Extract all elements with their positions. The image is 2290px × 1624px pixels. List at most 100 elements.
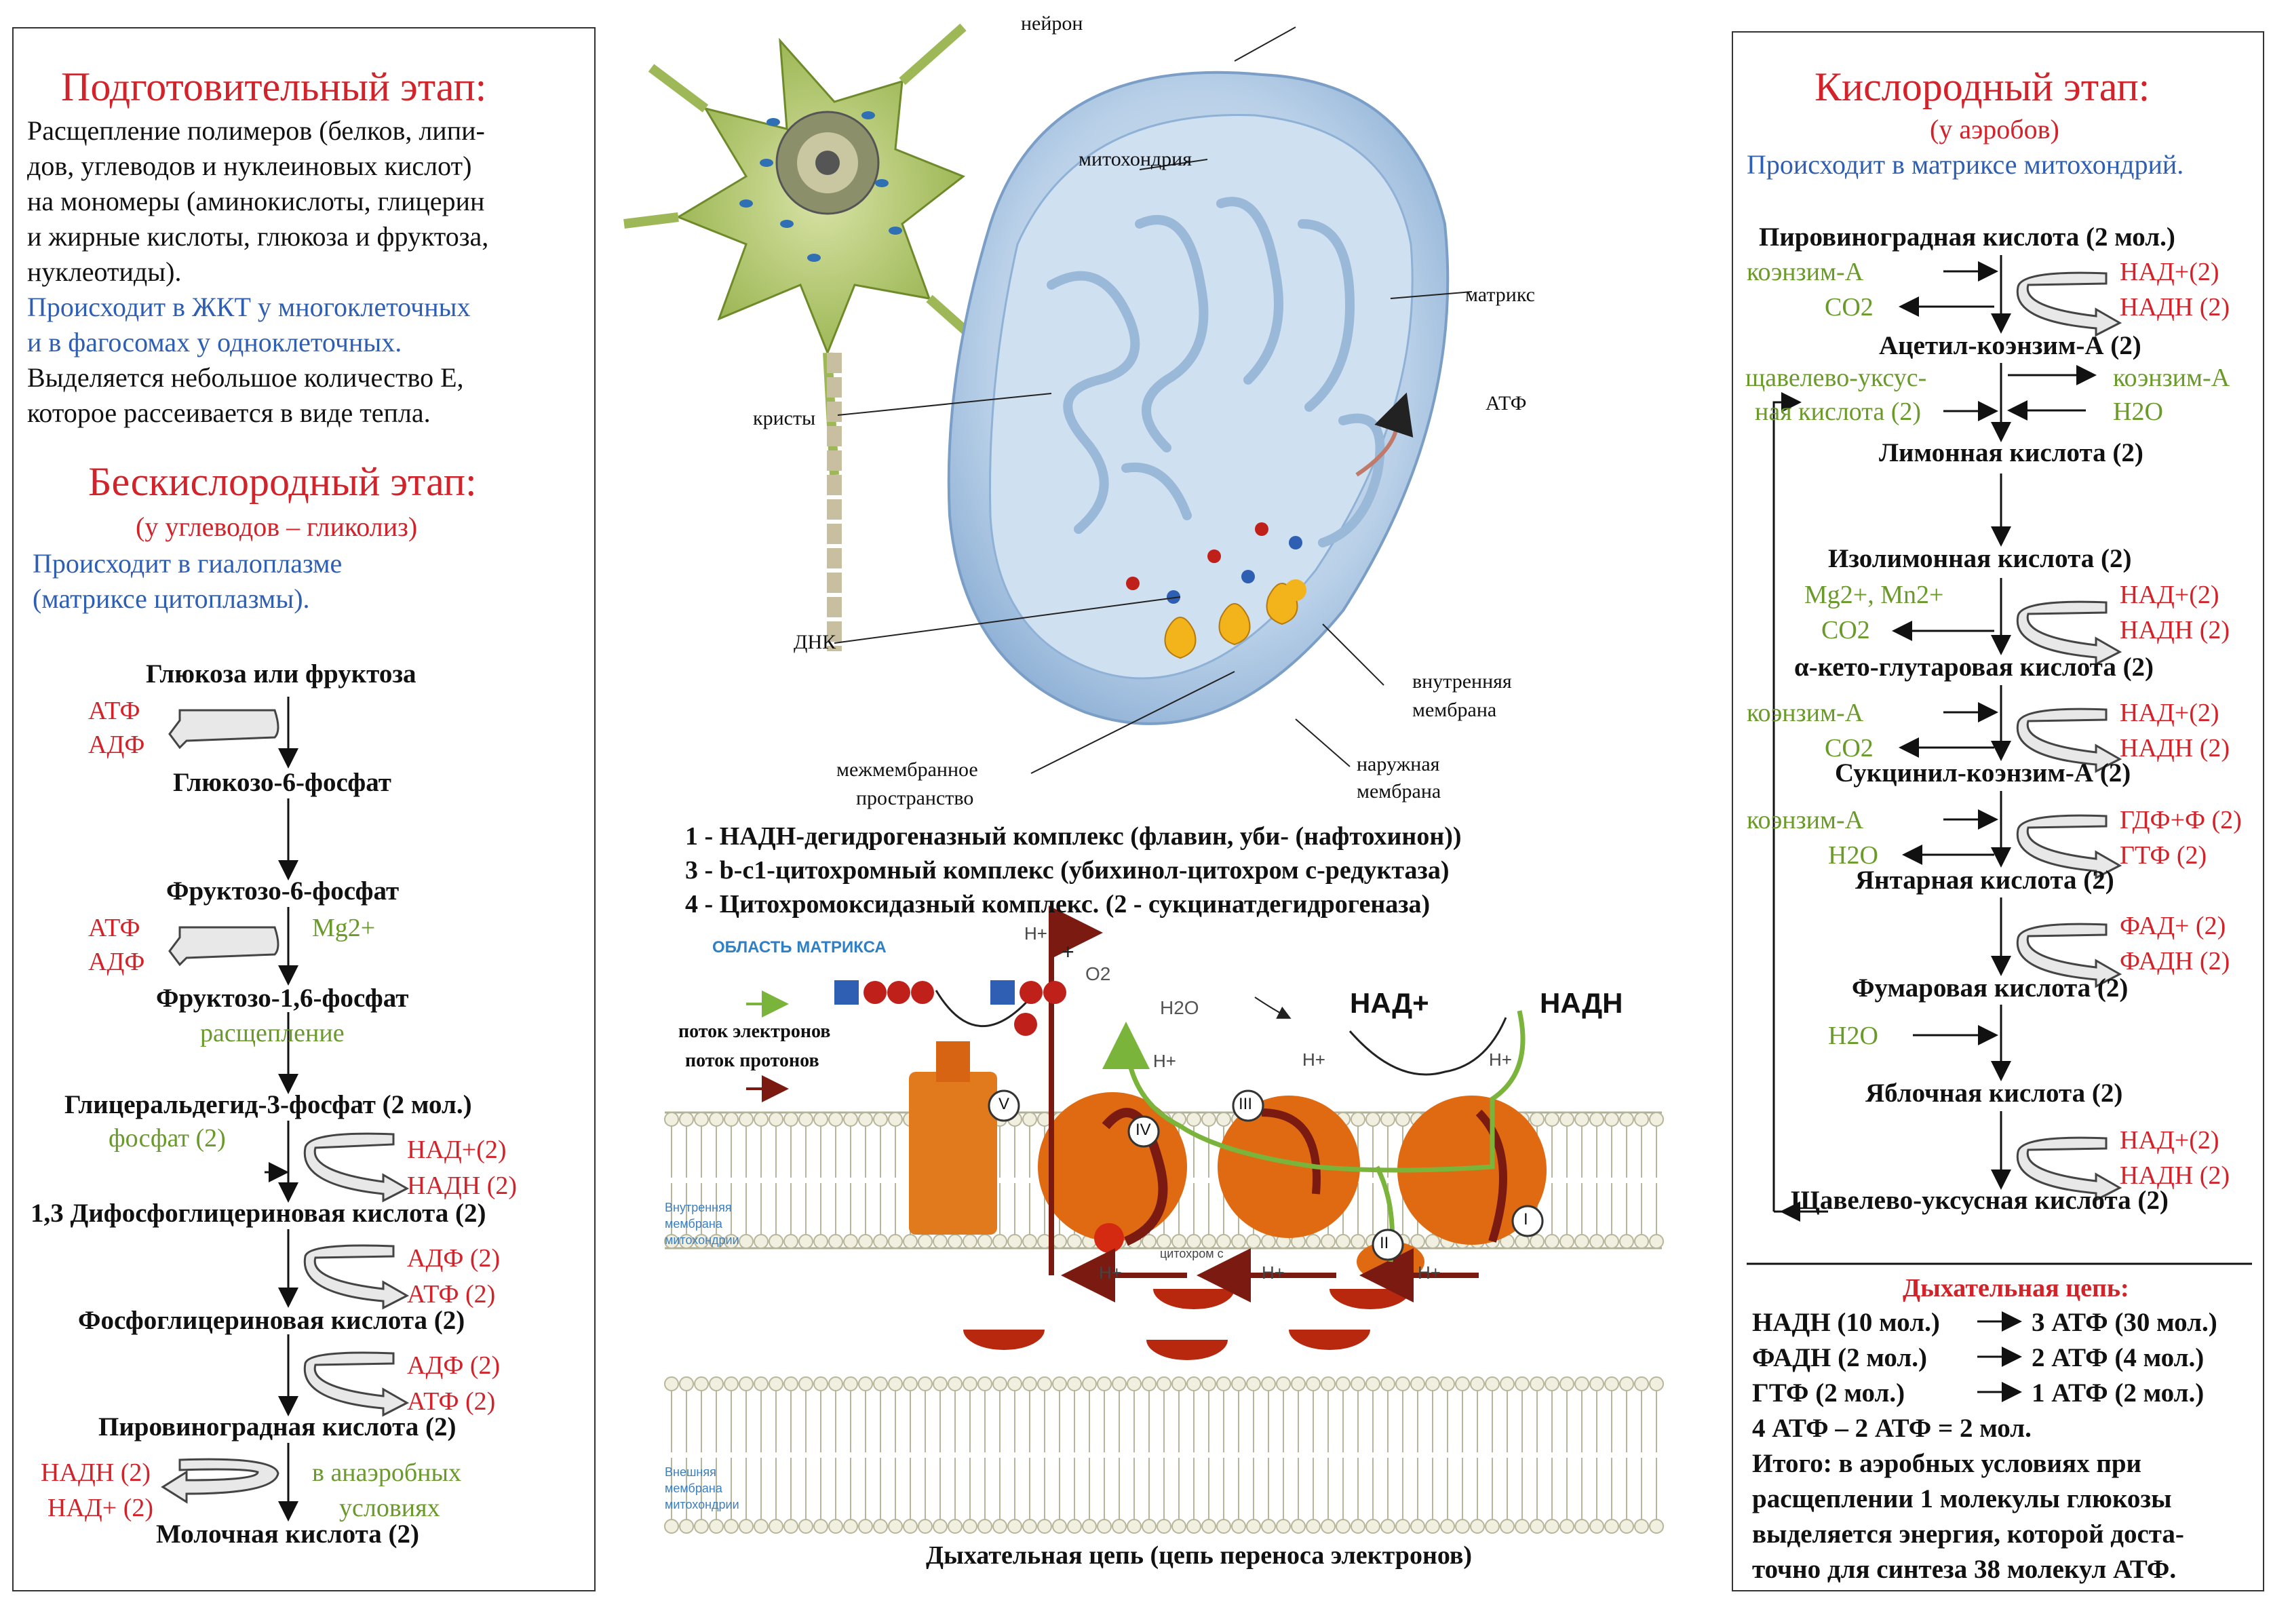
etc-hplus-4: H+ [1099,1262,1122,1283]
label-matrix: матрикс [1465,284,1535,306]
r-step-pyruvate: Пировиноградная кислота (2 мол.) [1759,223,2175,252]
neuron-drawing [623,23,994,651]
side-atf3: АТФ (2) [407,1280,496,1309]
chain-b-2: 2 АТФ (4 мол.) [2032,1343,2205,1372]
r-nad4: НАД+(2) [2120,1126,2219,1155]
step-13dpg: 1,3 Дифосфоглицериновая кислота (2) [31,1199,486,1228]
chain-a-1: НАДН (10 мол.) [1752,1308,1940,1337]
right-panel: Кислородный этап: (у аэробов) Происходит… [1732,31,2264,1591]
r-nad2: НАД+(2) [2120,581,2219,609]
label-neuron: нейрон [1021,12,1083,35]
side-split: расщепление [200,1019,345,1047]
roman-iv: IV [1136,1121,1151,1139]
label-outer-2: мембрана [1357,780,1441,803]
r-h2o2: H2O [1828,841,1878,870]
swap-arrow-4 [303,1244,410,1310]
prep-where-1: Происходит в ЖКТ у многоклеточных [27,292,471,322]
mitochondrion-drawing [834,26,1473,774]
prep-title: Подготовительный этап: [61,64,487,109]
r-co2b: CO2 [1821,616,1870,644]
swap-arrow-3 [303,1132,410,1203]
etc-caption: Дыхательная цепь (цепь переноса электрон… [926,1541,1473,1570]
chain-a-2: ФАДН (2 мол.) [1752,1343,1928,1372]
r-nadh2: НАДН (2) [2120,616,2230,644]
chain-title: Дыхательная цепь: [1903,1274,2129,1302]
etc-hplus-5: H+ [1262,1262,1285,1283]
r-nad1: НАД+(2) [2120,258,2219,286]
inner-mem-3: митохондрии [665,1233,739,1247]
aer-title: Кислородный этап: [1814,64,2150,109]
swap-arrow-1 [168,709,279,750]
side-nad1: НАД+(2) [407,1136,507,1164]
etc-hplus-top: H+ [1024,923,1047,944]
complex-v [909,1072,997,1235]
r-fadh: ФАДН (2) [2120,947,2230,975]
anaer-sub: (у углеводов – гликолиз) [136,511,418,542]
r-step-malate: Яблочная кислота (2) [1865,1079,2123,1108]
prep-energy-2: которое рассеивается в виде тепла. [27,398,431,428]
side-adf2: АДФ [88,948,145,976]
r-nad3: НАД+(2) [2120,699,2219,727]
total-2: расщеплении 1 молекулы глюкозы [1752,1484,2172,1513]
etc-hplus-2: H+ [1302,1049,1325,1070]
prep-text-2: дов, углеводов и нуклеиновых кислот) [27,151,472,181]
label-inner-2: мембрана [1412,699,1497,721]
r-step-citrate: Лимонная кислота (2) [1879,438,2143,467]
side-nadh1: НАДН (2) [407,1172,518,1200]
swap-arrow-2 [168,926,279,967]
prep-text-4: и жирные кислоты, глюкоза и фруктоза, [27,221,489,252]
outer-mem-3: митохондрии [665,1498,739,1511]
total-1: Итого: в аэробных условиях при [1752,1449,2142,1478]
r-coa1: коэнзим-А [1747,258,1864,286]
side-adf4: АДФ (2) [407,1351,501,1380]
etc-plus: + [1062,940,1074,964]
step-lactate: Молочная кислота (2) [156,1520,419,1549]
side-atf2: АТФ [88,914,140,942]
label-outer-1: наружная [1357,753,1440,775]
r-step-acetyl: Ацетил-коэнзим-А (2) [1879,331,2141,360]
r-h2o3: H2O [1828,1022,1878,1050]
right-arrows [1747,255,2252,1402]
r-gtf: ГТФ (2) [2120,841,2207,870]
roman-ii: II [1380,1234,1389,1252]
r-step-fumarate: Фумаровая кислота (2) [1852,973,2129,1003]
total-4: точно для синтеза 38 молекул АТФ. [1752,1555,2177,1584]
prep-text-3: на мономеры (аминокислоты, глицерин [27,186,485,216]
r-step-akg: α-кето-глутаровая кислота (2) [1794,653,2154,682]
label-dna: ДНК [794,631,836,653]
side-nadh2: НАДН (2) [41,1458,151,1487]
chain-sum: 4 АТФ – 2 АТФ = 2 мол. [1752,1414,2032,1443]
left-arrows [161,697,410,1522]
etc-nadh: НАДН [1540,987,1623,1019]
r-co2a: CO2 [1825,293,1874,322]
etc-hplus-3: H+ [1489,1049,1512,1070]
side-anaer1: в анаэробных [312,1458,462,1487]
outer-membrane-lipids [664,1376,1664,1534]
prep-text-5: нуклеотиды). [27,256,182,287]
mitochondrion-illustration [623,23,1664,1534]
etc-o2: O2 [1085,963,1111,984]
complex-iii [1218,1096,1360,1238]
r-mg: Mg2+, Mn2+ [1804,581,1944,609]
step-pyruvate: Пировиноградная кислота (2) [98,1412,457,1442]
r-gdf: ГДФ+Ф (2) [2120,806,2242,834]
etc-diagram [664,906,1664,1534]
roman-iii: III [1239,1095,1253,1113]
step-pga: Фосфоглицериновая кислота (2) [78,1306,465,1335]
chain-b-3: 1 АТФ (2 мол.) [2032,1378,2205,1408]
r-co2c: CO2 [1825,734,1874,762]
step-gap: Глицеральдегид-3-фосфат (2 мол.) [64,1090,472,1119]
aer-where: Происходит в матриксе митохондрий. [1747,149,2184,180]
etc-nad: НАД+ [1350,987,1429,1019]
step-f16p: Фруктозо-1,6-фосфат [156,984,409,1013]
total-3: выделяется энергия, которой доста- [1752,1520,2184,1549]
side-mg: Mg2+ [312,914,376,942]
complex-1: 1 - НАДН-дегидрогеназный комплекс (флави… [685,822,1462,851]
label-inner-1: внутренняя [1412,670,1512,693]
chain-a-3: ГТФ (2 мол.) [1752,1378,1905,1408]
inner-mem-2: мембрана [665,1217,722,1231]
label-mito: митохондрия [1079,148,1192,170]
r-coa2: коэнзим-А [2113,364,2230,392]
r-step-succinate: Янтарная кислота (2) [1855,866,2114,895]
step-g6p: Глюкозо-6-фосфат [173,768,391,797]
